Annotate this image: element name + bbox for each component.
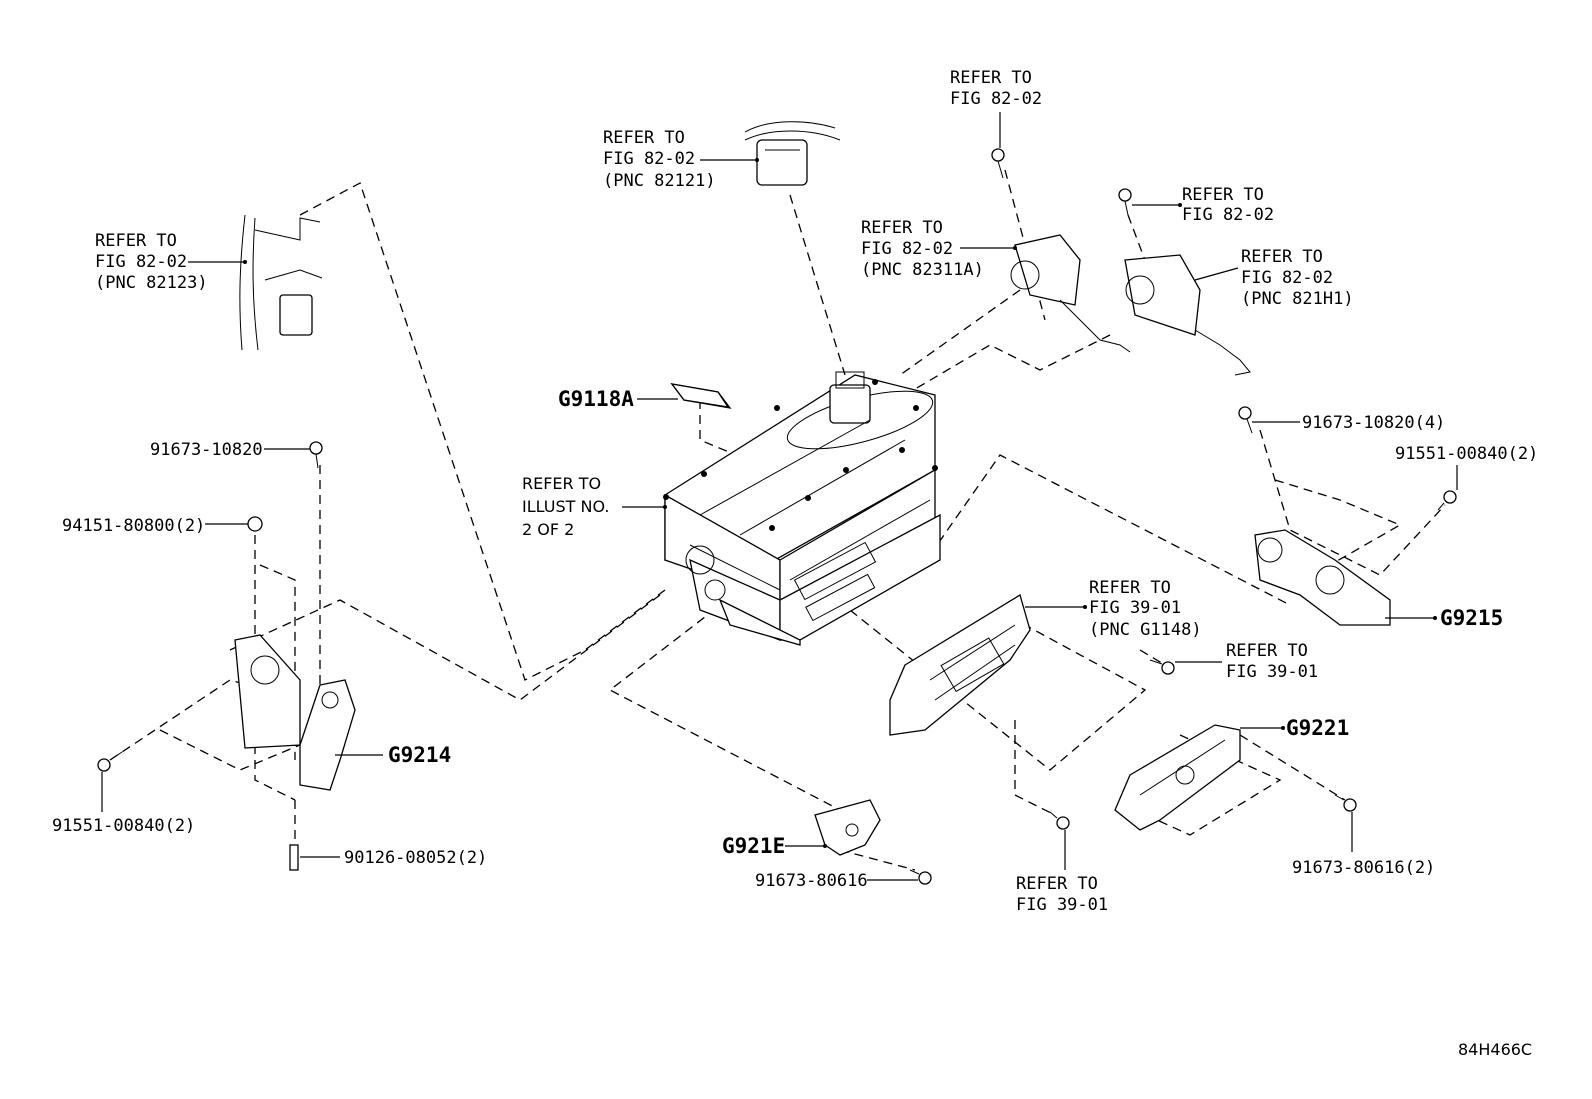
part-label-g9118a: G9118A (558, 387, 634, 411)
callout-refer-top-line2: FIG 82-02 (950, 89, 1042, 109)
bolt-icon-91673-80616-2 (1334, 794, 1357, 812)
bracket-g9214-illustration (234, 634, 356, 791)
part-label-91673-80616-2: 91673-80616(2) (1292, 858, 1435, 878)
part-label-g9221: G9221 (1286, 716, 1349, 740)
harness-82123-illustration (239, 214, 323, 351)
bolt-icon-91551-00840-right (1437, 490, 1457, 511)
callout-refer-39-01-bottom-line1: REFER TO (1016, 874, 1098, 894)
callout-refer-39-01-right-line2: FIG 39-01 (1226, 662, 1318, 682)
callout-refer-82121-line3: (PNC 82121) (603, 171, 716, 191)
callout-illust-line3: 2 OF 2 (522, 520, 574, 539)
part-label-94151-80800: 94151-80800(2) (62, 516, 205, 536)
callout-refer-g1148-line3: (PNC G1148) (1089, 620, 1202, 640)
bolt-icon-91673-80616 (909, 869, 932, 885)
callout-illust-line1: REFER TO (522, 474, 601, 493)
callout-refer-82123-line1: REFER TO (95, 231, 177, 251)
callout-refer-right-line2: FIG 82-02 (1182, 205, 1274, 225)
part-label-g921e: G921E (722, 834, 785, 858)
callout-illust-line2: ILLUST NO. (522, 497, 609, 516)
callout-refer-top-line1: REFER TO (950, 68, 1032, 88)
bolt-icon-91673-10820 (309, 441, 323, 469)
callout-refer-821h1-line1: REFER TO (1241, 247, 1323, 267)
connector-82121-illustration (744, 121, 841, 186)
part-label-91673-80616: 91673-80616 (755, 871, 868, 891)
part-label-g9215: G9215 (1440, 606, 1503, 630)
part-label-g9214: G9214 (388, 743, 451, 767)
bracket-g9215-illustration (1254, 529, 1391, 626)
callout-refer-right-line1: REFER TO (1182, 185, 1264, 205)
part-label-91673-10820: 91673-10820 (150, 440, 263, 460)
illustration-code: 84H466C (1458, 1040, 1532, 1059)
callout-refer-39-01-right-line1: REFER TO (1226, 641, 1308, 661)
leader-lines (101, 112, 1458, 881)
callout-refer-82123-line2: FIG 82-02 (95, 252, 187, 272)
callout-refer-82311a-line2: FIG 82-02 (861, 239, 953, 259)
callout-refer-82121-line2: FIG 82-02 (603, 149, 695, 169)
callout-refer-821h1-line3: (PNC 821H1) (1241, 289, 1354, 309)
callout-refer-82311a-line3: (PNC 82311A) (861, 260, 984, 280)
callout-refer-39-01-bottom-line2: FIG 39-01 (1016, 895, 1108, 915)
callout-refer-g1148-line1: REFER TO (1089, 578, 1171, 598)
cover-g9221-illustration (1114, 724, 1241, 831)
bolt-icon-right-82-02 (1118, 188, 1132, 216)
cover-g1148-illustration (889, 594, 1031, 736)
bolt-icon-91551-00840-left (97, 751, 123, 772)
part-label-90126-08052: 90126-08052(2) (344, 848, 487, 868)
bolt-icon-91673-10820-4 (1238, 406, 1253, 434)
callout-refer-g1148-line2: FIG 39-01 (1089, 598, 1181, 618)
part-label-91551-00840-right: 91551-00840(2) (1395, 444, 1538, 464)
sensor-821h1-illustration (1124, 254, 1251, 376)
callout-refer-82121-line1: REFER TO (603, 128, 685, 148)
callout-refer-821h1-line2: FIG 82-02 (1241, 268, 1333, 288)
bolt-icon-39-01-right (1149, 659, 1175, 675)
nut-icon-94151-80800 (247, 516, 263, 532)
part-label-91551-00840-left: 91551-00840(2) (52, 816, 195, 836)
callout-refer-82123-line3: (PNC 82123) (95, 273, 208, 293)
callout-refer-82311a-line1: REFER TO (861, 218, 943, 238)
bolt-icon-top-82-02 (991, 148, 1005, 179)
label-plate-g9118a-illustration (670, 383, 730, 408)
sensor-82311a-illustration (1010, 234, 1131, 353)
inverter-assembly-illustration (663, 371, 941, 646)
part-label-91673-10820-4: 91673-10820(4) (1302, 413, 1445, 433)
stud-icon-90126-08052 (289, 844, 299, 871)
bolt-icon-39-01-bottom (1049, 811, 1070, 830)
